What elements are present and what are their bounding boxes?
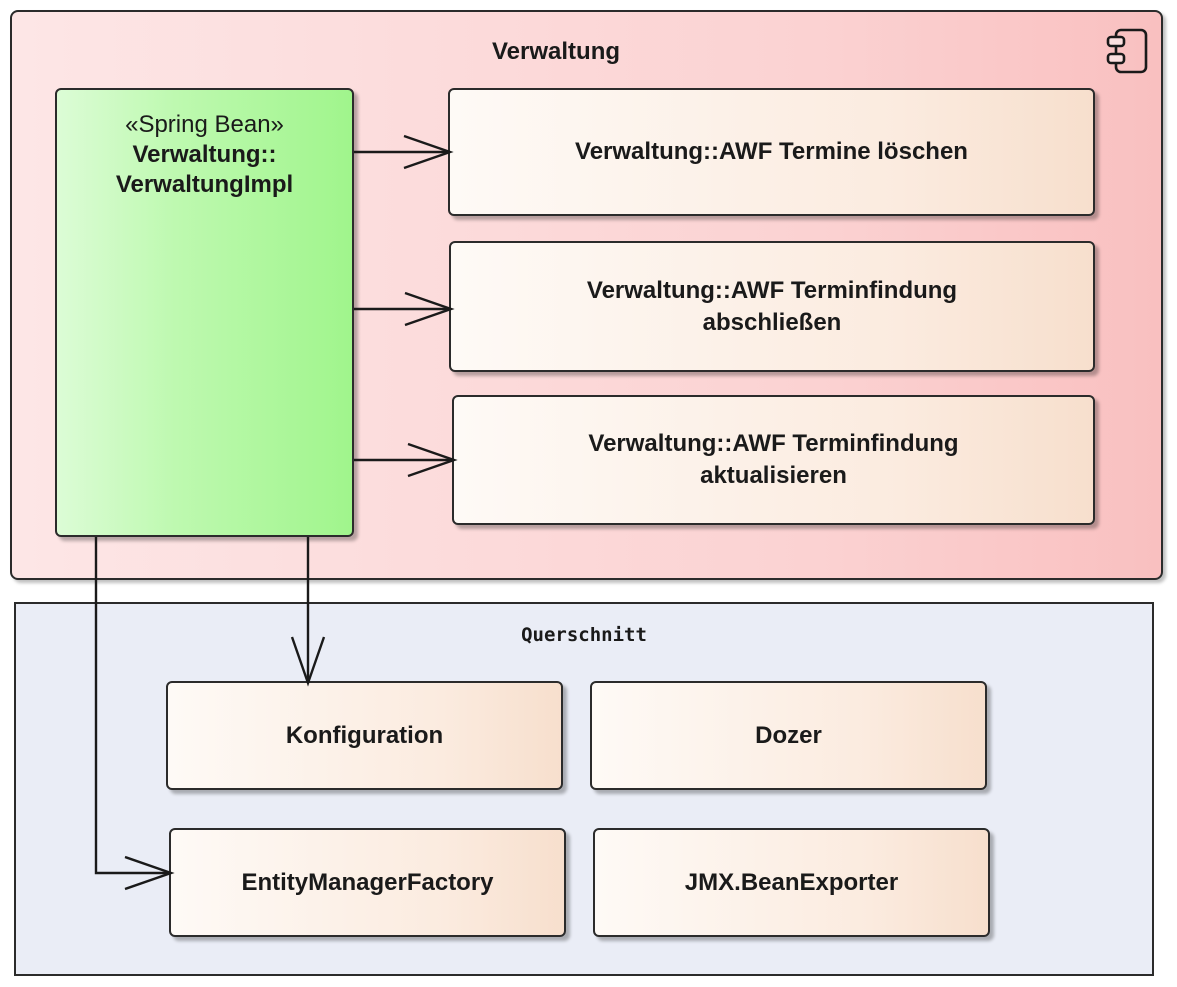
awf-termine-loeschen: Verwaltung::AWF Termine löschen	[448, 88, 1095, 216]
spring-bean-verwaltungimpl: «Spring Bean» Verwaltung:: VerwaltungImp…	[55, 88, 354, 537]
bean-name: Verwaltung:: VerwaltungImpl	[115, 141, 294, 198]
component-verwaltung-title: Verwaltung	[491, 38, 621, 65]
package-querschnitt-title: Querschnitt	[521, 624, 647, 646]
bean-stereotype: «Spring Bean»	[125, 111, 284, 138]
entity-manager-factory-box: EntityManagerFactory	[169, 828, 566, 937]
awf-terminfindung-abschliessen: Verwaltung::AWF Terminfindung abschließe…	[449, 241, 1095, 372]
dozer-box: Dozer	[590, 681, 987, 790]
konfiguration-box: Konfiguration	[166, 681, 563, 790]
jmx-bean-exporter-box: JMX.BeanExporter	[593, 828, 990, 937]
component-icon	[1106, 28, 1148, 74]
awf-terminfindung-aktualisieren: Verwaltung::AWF Terminfindung aktualisie…	[452, 395, 1095, 525]
